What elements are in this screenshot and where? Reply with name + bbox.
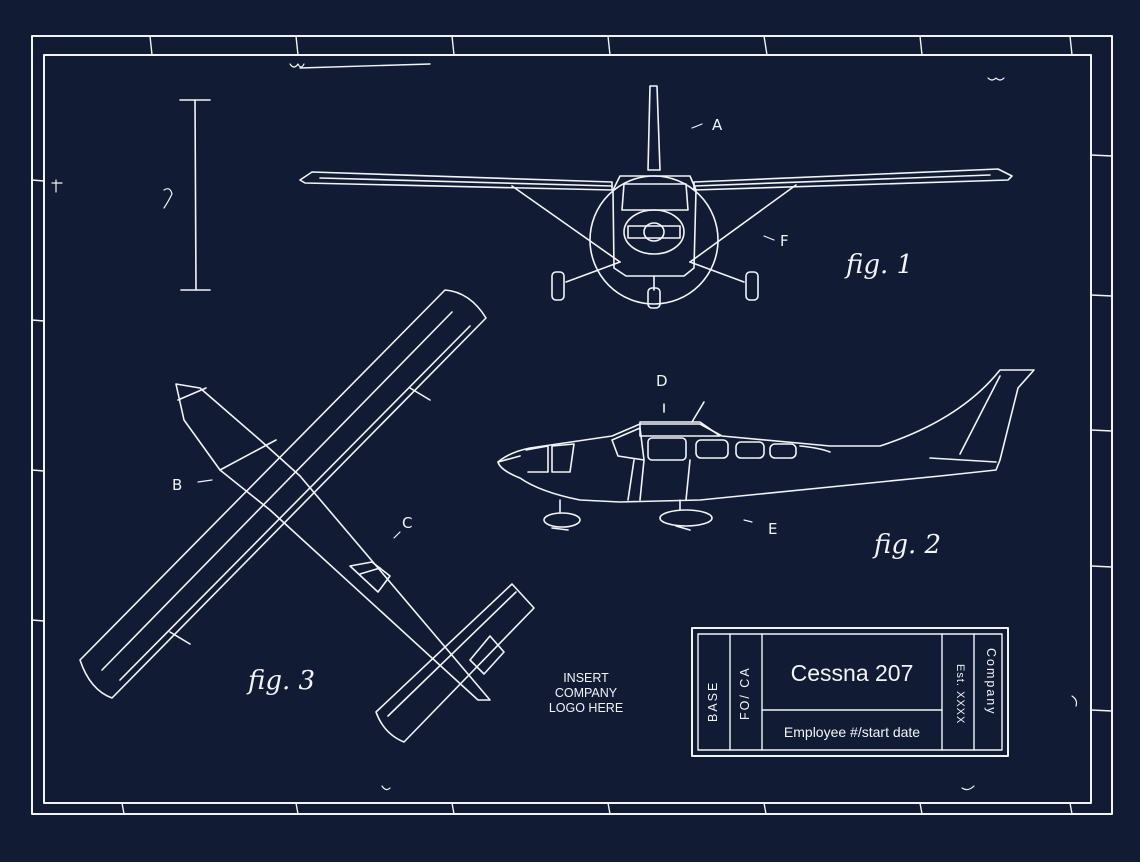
title-block-frame bbox=[691, 627, 1009, 757]
position-label: FO/ CA bbox=[738, 666, 752, 720]
employee-field: Employee #/start date bbox=[783, 724, 921, 740]
callout-e: E bbox=[768, 520, 778, 538]
sheet-border bbox=[31, 35, 1113, 815]
callout-f: F bbox=[780, 232, 789, 250]
logo-placeholder: INSERT COMPANY LOGO HERE bbox=[548, 671, 624, 715]
callout-b: B bbox=[172, 476, 183, 494]
company-label: Company bbox=[984, 648, 998, 716]
figure-2-label: fig. 2 bbox=[874, 530, 942, 560]
scale-bar bbox=[51, 99, 211, 291]
established-label: Est. XXXX bbox=[954, 664, 966, 725]
callout-d: D bbox=[656, 372, 668, 390]
callout-c: C bbox=[402, 514, 413, 532]
aircraft-title: Cessna 207 bbox=[790, 660, 914, 686]
top-view-drawing bbox=[79, 289, 535, 743]
side-view-drawing bbox=[497, 369, 1035, 531]
figure-3-label: fig. 3 bbox=[248, 666, 316, 696]
front-view-drawing bbox=[299, 85, 1013, 309]
callout-a: A bbox=[712, 116, 723, 134]
base-label: BASE bbox=[706, 680, 720, 722]
figure-1-label: fig. 1 bbox=[846, 250, 914, 280]
